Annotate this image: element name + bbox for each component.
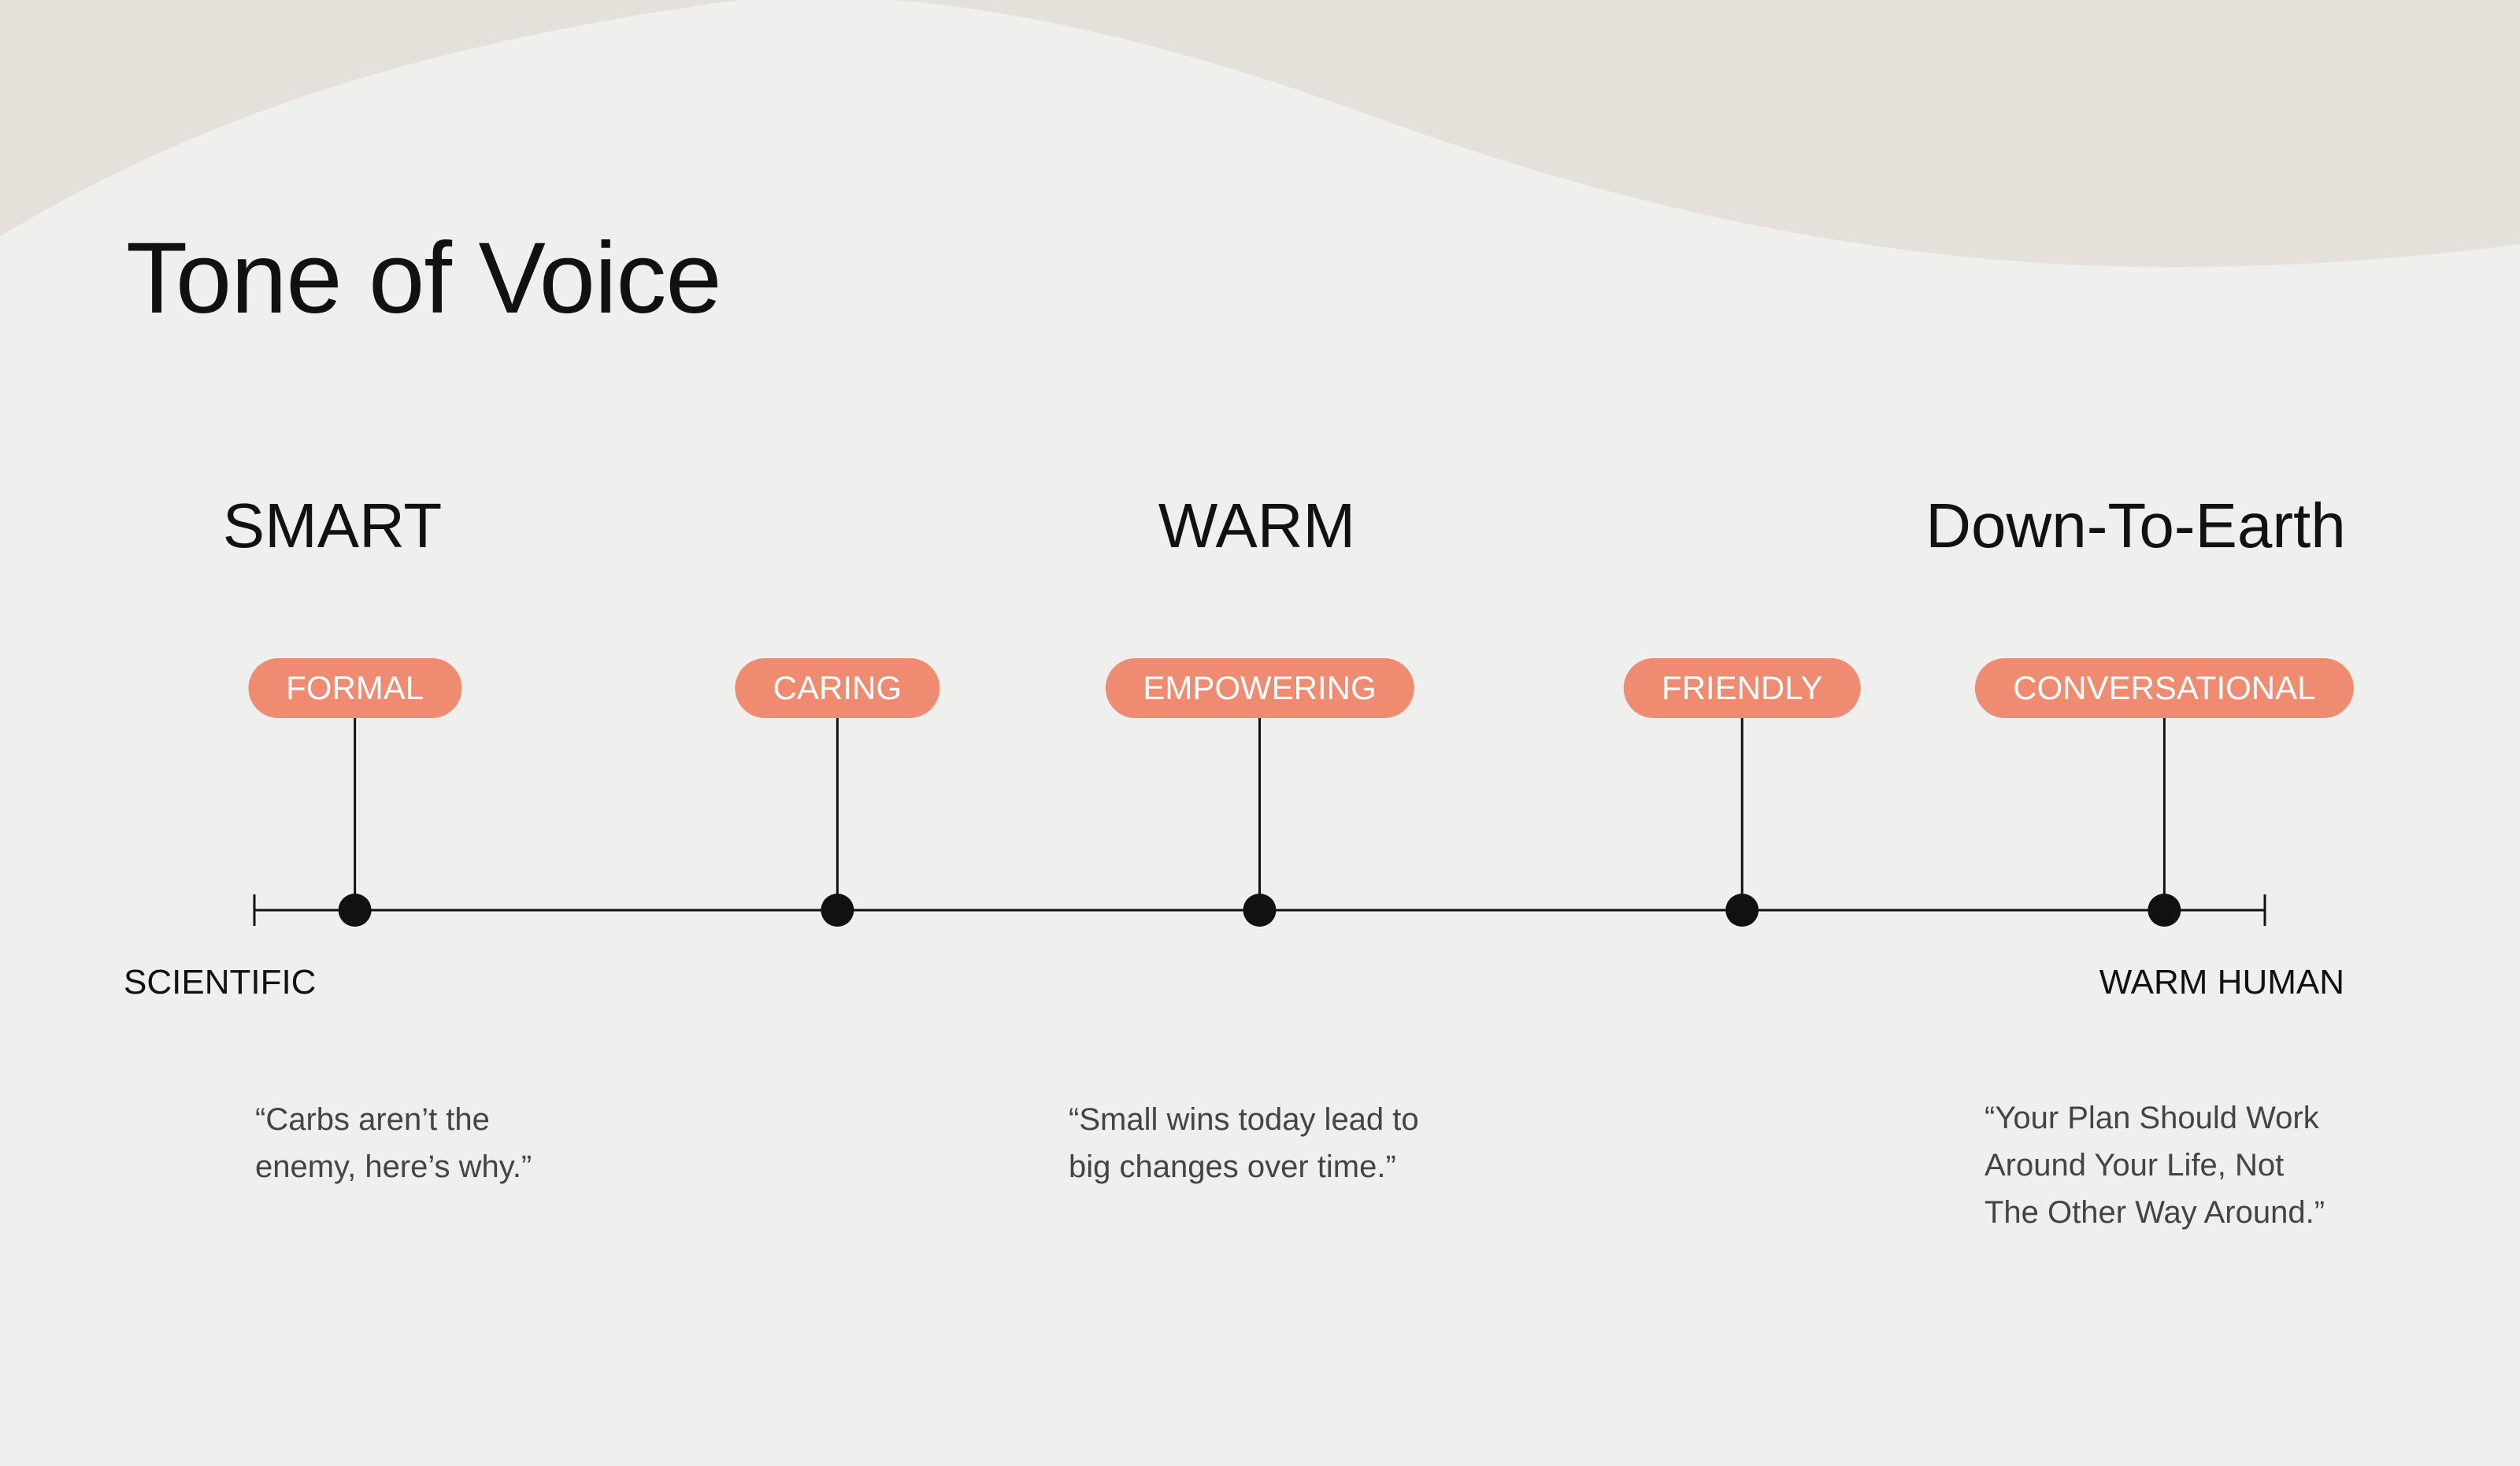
tone-pill-conversational: CONVERSATIONAL [1975, 658, 2354, 718]
scale-right-label: WARM HUMAN [2099, 963, 2344, 1001]
scale-point-dot [1725, 894, 1759, 927]
scale-left-label: SCIENTIFIC [124, 963, 317, 1001]
scale-point-dot [2148, 894, 2181, 927]
tone-pill-caring: CARING [735, 658, 940, 718]
tone-pill-friendly: FRIENDLY [1623, 658, 1861, 718]
scale-point-dot [821, 894, 854, 927]
quote-smart: “Carbs aren’t the enemy, here’s why.” [255, 1102, 532, 1184]
heading-down-to-earth: Down-To-Earth [1925, 491, 2346, 561]
heading-smart: SMART [222, 491, 443, 561]
quote-down-to-earth: “Your Plan Should Work Around Your Life,… [1984, 1101, 2325, 1230]
tone-pill-empowering: EMPOWERING [1105, 658, 1414, 718]
heading-warm: WARM [1158, 491, 1356, 561]
tone-pill-formal: FORMAL [248, 658, 462, 718]
scale-point-dot [1243, 894, 1277, 927]
page-title: Tone of Voice [126, 222, 722, 335]
scale-point-dot [338, 894, 372, 927]
quote-warm: “Small wins today lead to big changes ov… [1069, 1102, 1419, 1184]
